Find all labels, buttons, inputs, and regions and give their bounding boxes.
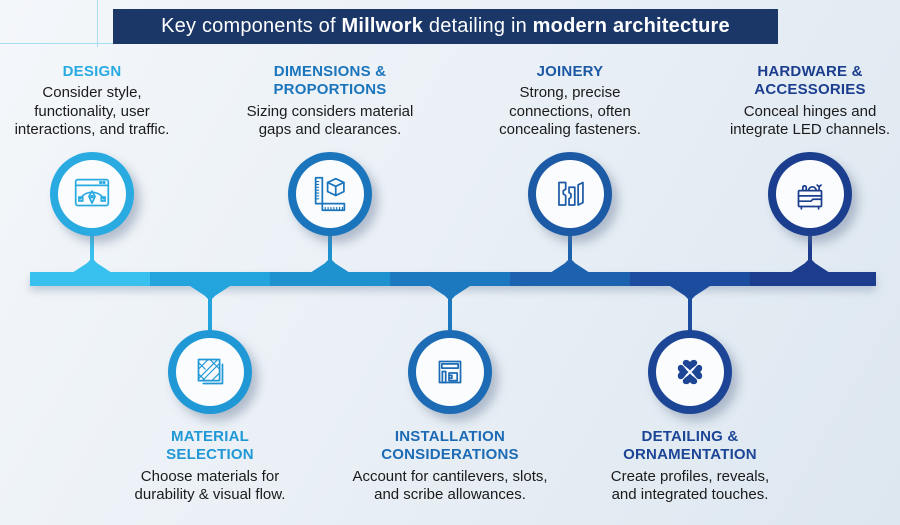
timeline-item-dimensions-proportions: DIMENSIONS & PROPORTIONS Sizing consider…	[220, 0, 440, 525]
item-circle	[648, 330, 732, 414]
timeline-item-installation-considerations: INSTALLATION CONSIDERATIONS Account for …	[340, 0, 560, 525]
timeline-item-detailing-ornamentation: DETAILING & ORNAMENTATION Create profile…	[580, 0, 800, 525]
item-body: Sizing considers material gaps and clear…	[246, 102, 414, 139]
item-circle	[50, 152, 134, 236]
material-swatches-icon	[197, 358, 224, 385]
title-text-mid: detailing in	[423, 15, 533, 37]
connector-line	[90, 236, 94, 262]
title-text-pre: Key components of	[161, 15, 342, 37]
item-circle	[408, 330, 492, 414]
item-body: Conceal hinges and integrate LED channel…	[729, 102, 891, 139]
timeline-segment	[510, 272, 630, 286]
ruler-cube-icon	[314, 176, 346, 212]
title-text-bold-modern: modern architecture	[532, 15, 730, 37]
item-body: Choose materials for durability & visual…	[134, 467, 286, 504]
item-circle	[168, 330, 252, 414]
timeline-segment	[150, 272, 270, 286]
item-body: Create profiles, reveals, and integrated…	[610, 467, 770, 504]
item-circle	[288, 152, 372, 236]
base-cabinet-icon	[438, 360, 462, 384]
timeline-segment	[390, 272, 510, 286]
connector-line	[328, 236, 332, 262]
ornament-flourish-icon	[677, 359, 703, 385]
timeline-segment	[30, 272, 150, 286]
item-heading: HARDWARE & ACCESSORIES	[754, 63, 866, 99]
title-banner: Key components of Millwork detailing in …	[113, 9, 778, 44]
item-heading: MATERIAL SELECTION	[166, 428, 254, 464]
item-heading: INSTALLATION CONSIDERATIONS	[381, 428, 519, 464]
timeline-segment	[270, 272, 390, 286]
decorative-vertical-hairline	[97, 0, 98, 47]
timeline-item-design: DESIGN Consider style, functionality, us…	[0, 0, 202, 525]
dovetail-joint-icon	[558, 181, 584, 206]
item-heading: DETAILING & ORNAMENTATION	[623, 428, 757, 464]
item-heading: DIMENSIONS & PROPORTIONS	[273, 63, 387, 99]
timeline-segment	[750, 272, 876, 286]
item-circle	[768, 152, 852, 236]
timeline-item-material-selection: MATERIAL SELECTION Choose materials for …	[100, 0, 320, 525]
connector-arrow	[790, 260, 830, 273]
timeline-segment	[630, 272, 750, 286]
vector-design-icon	[74, 178, 110, 207]
item-heading: JOINERY	[536, 63, 604, 80]
item-body: Consider style, functionality, user inte…	[14, 84, 170, 139]
connector-line	[688, 297, 692, 331]
item-body: Account for cantilevers, slots, and scri…	[352, 467, 548, 504]
connector-line	[448, 297, 452, 331]
timeline-item-hardware-accessories: HARDWARE & ACCESSORIES Conceal hinges an…	[700, 0, 900, 525]
title-text-bold-millwork: Millwork	[341, 15, 424, 37]
connector-line	[568, 236, 572, 262]
timeline-item-joinery: JOINERY Strong, precise connections, oft…	[460, 0, 680, 525]
item-circle	[528, 152, 612, 236]
connector-line	[208, 297, 212, 331]
item-heading: DESIGN	[62, 63, 122, 80]
connector-line	[808, 236, 812, 262]
timeline-bar	[30, 272, 876, 286]
item-body: Strong, precise connections, often conce…	[499, 84, 641, 139]
cabinet-accessories-icon	[797, 184, 823, 210]
decorative-horizontal-hairline	[0, 43, 113, 44]
